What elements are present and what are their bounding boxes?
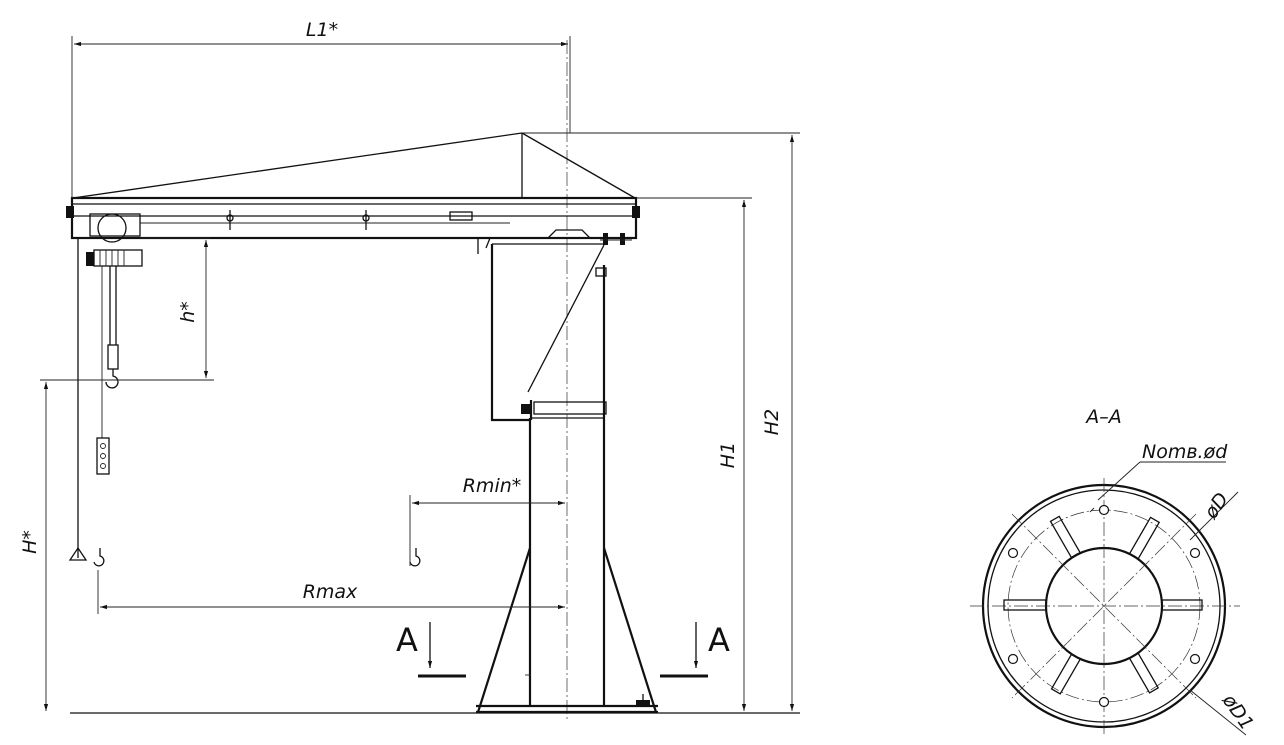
dim-label-rmin: Rmin* — [463, 475, 522, 497]
dim-label-l1: L1* — [306, 19, 338, 41]
slewing-pin — [521, 267, 607, 415]
leader-holes: Nomв.ød — [1089, 441, 1228, 513]
jib-beam — [66, 196, 640, 254]
section-cut-left: A — [396, 621, 466, 678]
hook-icon — [105, 369, 119, 389]
section-title: A–A — [1084, 406, 1122, 428]
jib-support-frame — [490, 243, 605, 422]
section-letter-left: A — [396, 621, 418, 659]
leader-D: øD — [1189, 489, 1239, 541]
dimension-rmax: Rmax — [100, 581, 565, 610]
section-view-a-a: A–A — [970, 406, 1258, 736]
dimension-H2: H2 — [761, 135, 795, 711]
elevation-view: L1* h* H* H1 H2 Rmin* — [19, 19, 800, 720]
dimension-rmin: Rmin* — [412, 475, 565, 506]
column-base — [476, 547, 658, 714]
section-letter-right: A — [708, 621, 730, 659]
electric-hoist — [86, 213, 143, 475]
dim-label-H2: H2 — [761, 409, 783, 435]
dim-label-h: h* — [177, 301, 199, 323]
tie-rods — [72, 132, 800, 199]
label-holes: Nomв.ød — [1142, 441, 1228, 463]
label-D1: øD1 — [1217, 689, 1258, 734]
dimension-H: H* — [19, 382, 49, 711]
leader-D1: øD1 — [1189, 689, 1258, 736]
hook-icon — [409, 548, 421, 567]
section-cut-right: A — [660, 621, 730, 678]
bolt-holes — [1007, 504, 1201, 708]
dim-label-rmax: Rmax — [303, 581, 358, 603]
dimension-H1: H1 — [636, 197, 752, 711]
cable-hanger — [226, 210, 370, 230]
column — [528, 40, 606, 720]
stiffener-ribs — [1003, 515, 1203, 695]
dim-label-H1: H1 — [717, 442, 739, 468]
label-D: øD — [1200, 489, 1234, 524]
dim-label-H: H* — [19, 530, 41, 554]
dimension-l1: L1* — [71, 19, 571, 198]
dimension-h: h* — [40, 237, 214, 381]
hook-icon — [93, 548, 105, 567]
